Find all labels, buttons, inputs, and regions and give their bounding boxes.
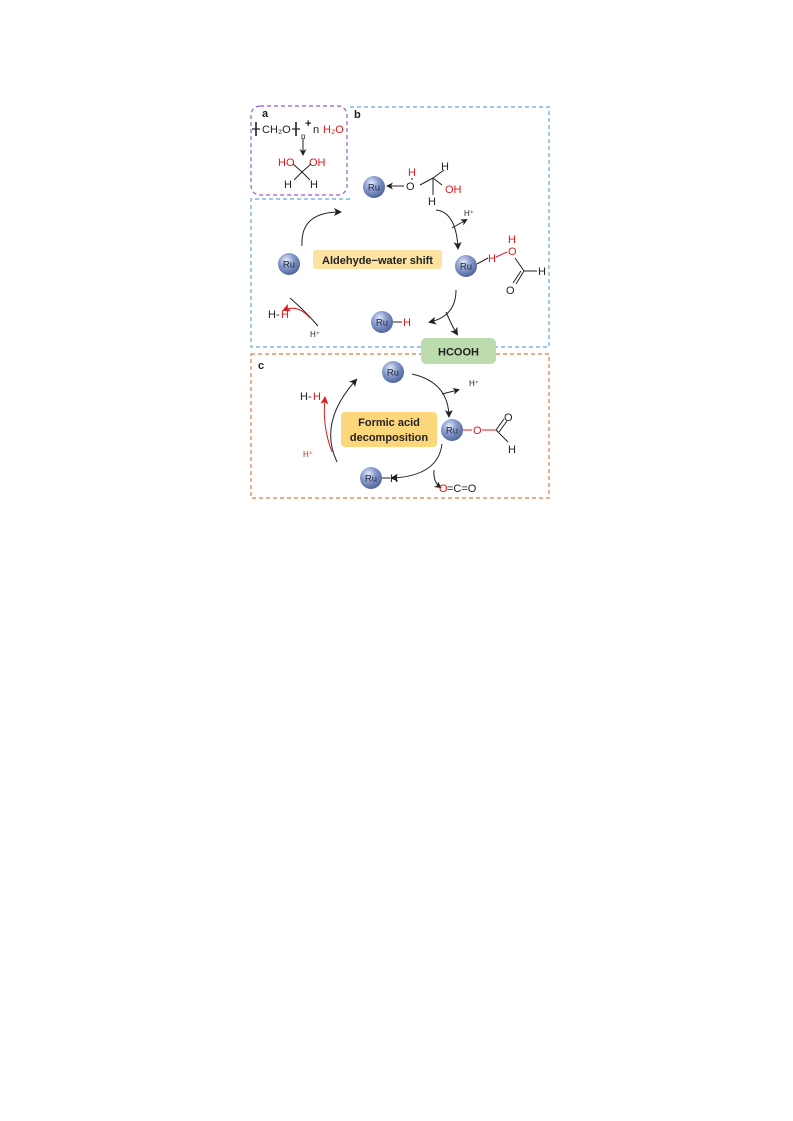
diol-oh: OH (309, 157, 326, 169)
carbon-h: H (538, 266, 546, 278)
diol-h-left: H (284, 179, 292, 191)
water-formula: H₂O (323, 124, 344, 136)
carbonyl-o: O (506, 285, 515, 297)
adduct-h-bottom: H (428, 196, 436, 208)
ru-label: Ru (387, 368, 399, 379)
adduct-h-top: H (441, 161, 449, 173)
diol-h-right: H (310, 179, 318, 191)
proton-out-c: H⁺ (469, 379, 479, 388)
panel-b-label: b (354, 109, 361, 121)
ru-label: Ru (376, 318, 388, 329)
ru-label: Ru (460, 262, 472, 273)
ru-atom (455, 255, 477, 277)
panel-b-border (250, 106, 550, 348)
panel-c: c Formic acid decomposition Ru H⁺ Ru O O… (258, 360, 516, 495)
ru-label: Ru (446, 426, 458, 437)
formate-h: H (508, 444, 516, 456)
ru-label: Ru (283, 260, 295, 271)
co2-rest: =C=O (447, 483, 477, 495)
plus-sign: + (305, 118, 311, 130)
hydroxyl-h-red: H (508, 234, 516, 246)
adduct-h-red: H (408, 167, 416, 179)
ru-label: Ru (365, 474, 377, 485)
adduct-o: O (406, 181, 415, 193)
ru-atom (363, 176, 385, 198)
repeat-unit: CH₂O (262, 124, 291, 136)
diol-ho: HO (278, 157, 295, 169)
aldehyde-label-bg (313, 250, 442, 269)
ru-atom (382, 361, 404, 383)
hcooh-box (421, 338, 496, 364)
panel-a-border (250, 105, 348, 196)
panel-a-label: a (262, 108, 269, 120)
h2-left-b: H- (268, 309, 280, 321)
proton-out-b: H⁺ (464, 209, 474, 218)
panel-c-border (250, 353, 550, 499)
panel-b: b Aldehyde−water shift Ru O H H OH H H⁺ … (268, 109, 546, 339)
hydride-red: H (403, 317, 411, 329)
formic-title-line2: decomposition (350, 432, 429, 444)
adduct-oh: OH (445, 184, 462, 196)
ru-atom (278, 253, 300, 275)
ru-label: Ru (368, 183, 380, 194)
panel-a: a CH₂O n + n H₂O HO OH H H (252, 108, 344, 191)
aldehyde-water-shift-title: Aldehyde−water shift (322, 255, 433, 267)
proton-in-b: H⁺ (310, 330, 320, 339)
proton-in-c: H⁺ (303, 450, 313, 459)
hcooh-label: HCOOH (438, 347, 479, 359)
formic-label-bg (341, 412, 437, 447)
water-coefficient: n (313, 124, 319, 136)
h2-left-c: H- (300, 391, 312, 403)
repeat-subscript: n (301, 132, 305, 141)
formate-carbonyl-o: O (504, 412, 513, 424)
panel-c-label: c (258, 360, 264, 372)
formate-o-red: O (473, 425, 482, 437)
formic-title-line1: Formic acid (358, 417, 420, 429)
hydroxyl-o-red: O (508, 246, 517, 258)
ru-atom (441, 419, 463, 441)
co2-o-red: O (439, 483, 448, 495)
hydride-c: H (390, 473, 398, 485)
h2-right-c: H (313, 391, 321, 403)
h2-right-b: H (281, 309, 289, 321)
ru-atom (360, 467, 382, 489)
bridge-h-red: H (488, 253, 496, 265)
ru-atom (371, 311, 393, 333)
